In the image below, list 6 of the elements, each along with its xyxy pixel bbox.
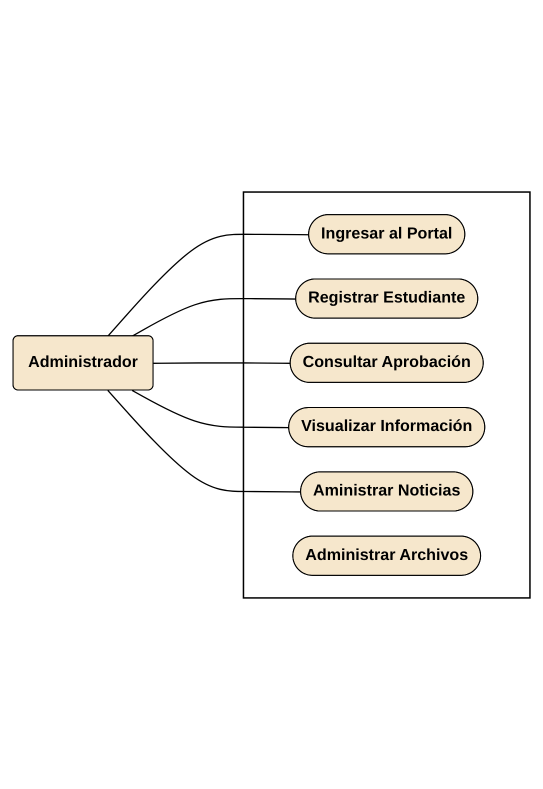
connector — [132, 389, 290, 428]
connector — [154, 362, 291, 364]
connector — [132, 297, 296, 336]
connector — [107, 233, 310, 336]
connector — [107, 390, 302, 492]
cluster — [242, 190, 531, 598]
